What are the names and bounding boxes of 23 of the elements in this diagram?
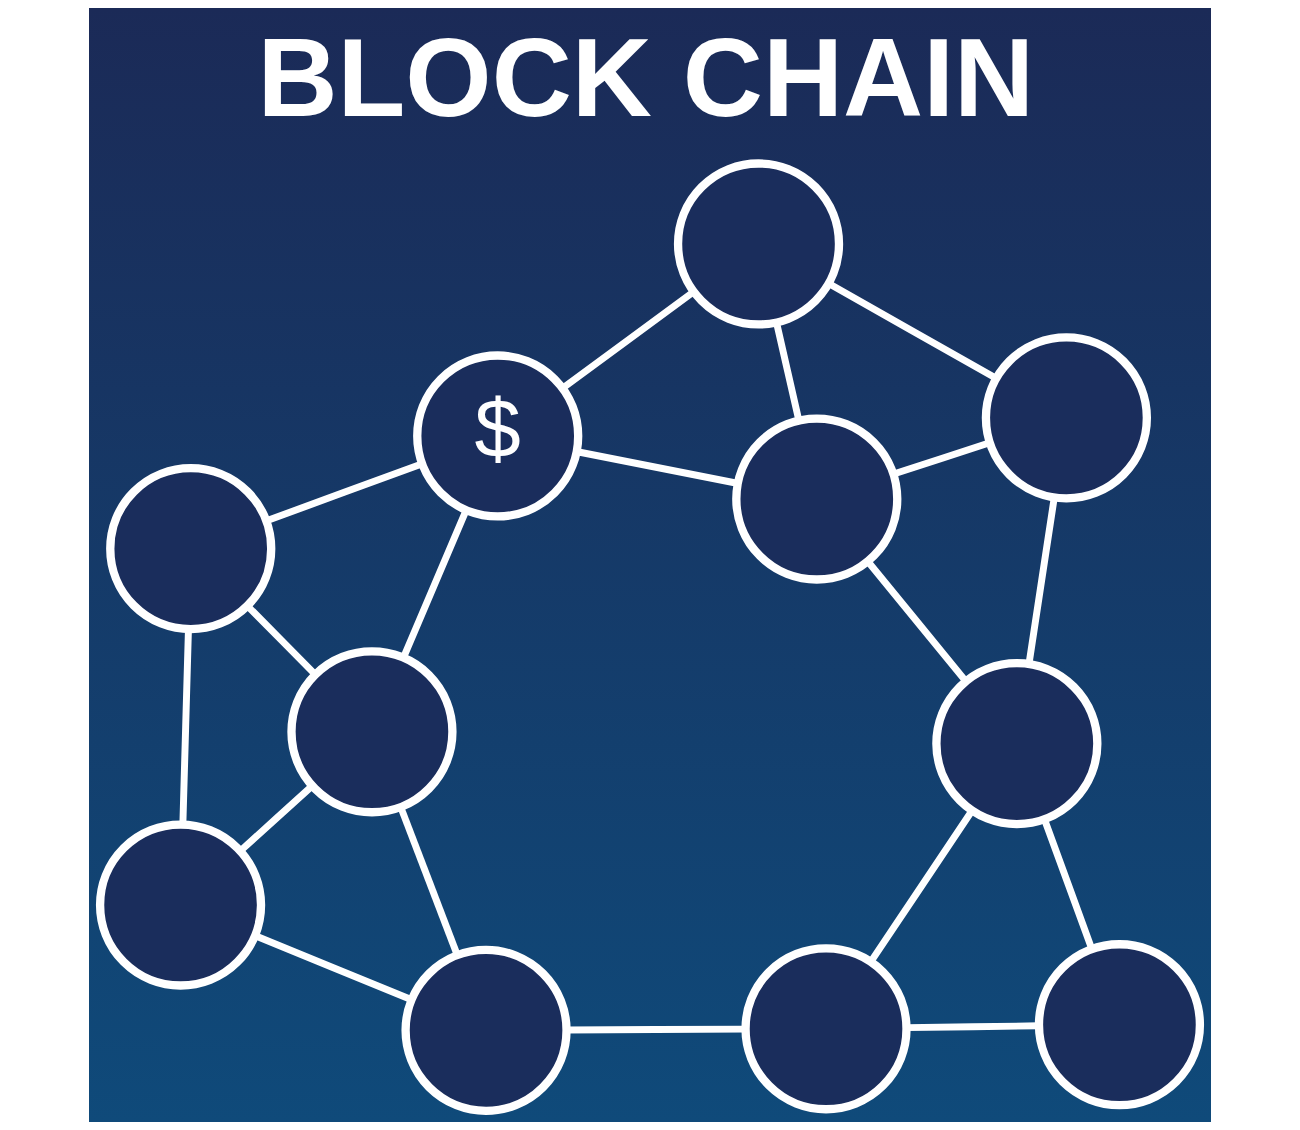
connector — [827, 280, 998, 382]
connector — [1025, 497, 1058, 665]
connector — [566, 1025, 745, 1034]
node-circle — [932, 659, 1102, 829]
node-circle — [106, 464, 276, 634]
node-circle — [401, 945, 571, 1115]
diagram-title: BLOCK CHAIN — [257, 16, 1035, 141]
connector — [245, 604, 317, 677]
node-circle: $ — [413, 351, 583, 521]
connector — [400, 509, 470, 659]
connector — [865, 559, 969, 684]
node-circle — [673, 159, 844, 329]
node-circle — [287, 647, 457, 817]
connector — [1041, 818, 1095, 950]
node-circle — [741, 944, 911, 1114]
node-circle — [981, 333, 1151, 503]
node-circle — [1034, 940, 1205, 1110]
node-circle — [95, 820, 266, 990]
connector — [561, 288, 696, 391]
connector — [576, 448, 738, 487]
node-circle — [732, 414, 902, 584]
connector — [239, 784, 314, 853]
connector — [265, 460, 423, 525]
